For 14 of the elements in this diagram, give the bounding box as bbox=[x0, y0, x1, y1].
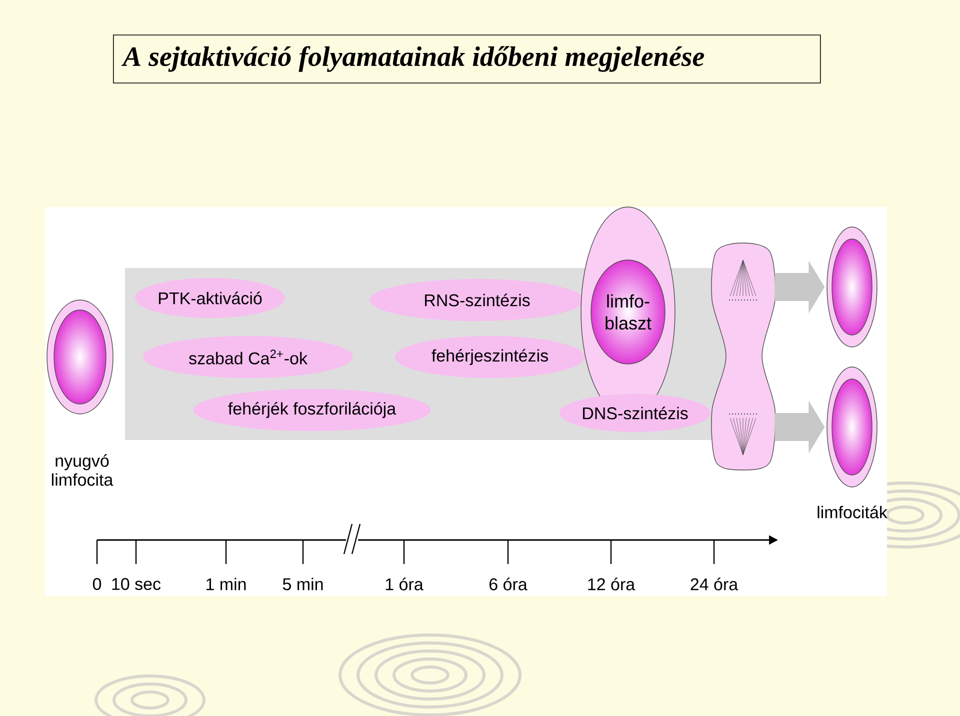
tick-label: 0 bbox=[92, 578, 102, 590]
tick-label: 5 min bbox=[282, 578, 323, 590]
tick-label: 6 óra bbox=[490, 578, 528, 590]
cell-label: limfociták bbox=[818, 506, 888, 518]
tick-label: 1 óra bbox=[386, 578, 424, 590]
tick-label: 10 sec bbox=[112, 578, 161, 590]
tick-label: 12 óra bbox=[588, 578, 636, 590]
cell-drawing bbox=[826, 366, 878, 488]
tick-label: 24 óra bbox=[690, 578, 738, 590]
title-box: A sejtaktiváció folyamatainak időbeni megjelenése bbox=[113, 34, 821, 84]
dividing-cell-drawing bbox=[711, 242, 776, 470]
cell-drawing bbox=[46, 300, 114, 414]
tick-label: 1 min bbox=[206, 578, 246, 590]
cell-label: nyugvó limfocita bbox=[52, 454, 114, 486]
